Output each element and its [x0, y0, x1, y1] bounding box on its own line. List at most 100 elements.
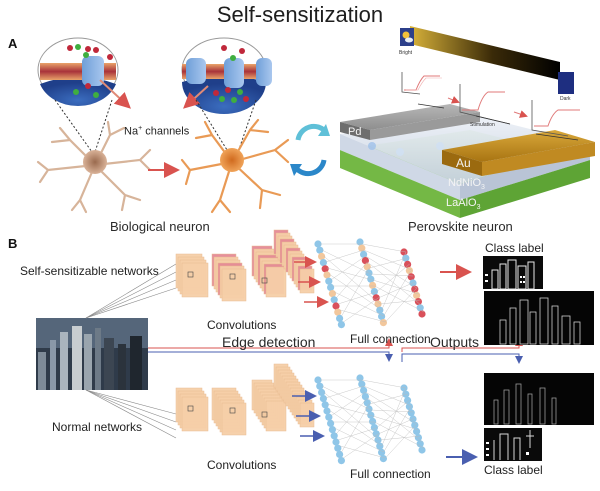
neuron-node	[327, 283, 335, 291]
neuron-node	[411, 421, 419, 429]
neuron-node	[319, 259, 327, 267]
neuron-node	[314, 240, 322, 248]
neuron-node	[332, 302, 340, 310]
connection-line	[372, 279, 419, 295]
receptive-field-lines	[85, 263, 177, 439]
neuron-node	[413, 427, 421, 435]
neuron-node	[325, 277, 333, 285]
neuron-node	[372, 294, 380, 302]
neuron-node	[334, 308, 342, 316]
au-label: Au	[456, 156, 471, 170]
kernel-window	[229, 407, 236, 414]
panel-b-letter: B	[8, 236, 18, 251]
connection-line	[330, 255, 366, 281]
feature-map	[265, 266, 287, 298]
neuron-node	[363, 263, 371, 271]
panel-a-letter: A	[8, 36, 18, 51]
feature-map	[221, 268, 247, 302]
neuron-node	[363, 399, 371, 407]
feature-map	[265, 400, 287, 432]
connection-line	[369, 393, 408, 405]
neuron-node	[316, 246, 324, 254]
connection-line	[327, 267, 373, 281]
neuron-node	[367, 411, 375, 419]
class-label-image-bottom	[484, 428, 542, 461]
normal-networks-label: Normal networks	[52, 420, 143, 434]
neuron-resting-icon	[36, 120, 152, 214]
bright-label: Bright	[399, 50, 413, 56]
neuron-node	[328, 426, 336, 434]
ndnio3-label: NdNiO3	[448, 177, 485, 191]
convolutions-bottom-label: Convolutions	[207, 458, 277, 472]
neuron-node	[374, 300, 382, 308]
arrows-into-fc-bottom	[292, 390, 325, 442]
connection-line	[363, 249, 412, 271]
perovskite-neuron-caption: Perovskite neuron	[408, 219, 513, 234]
connection-line	[370, 273, 414, 277]
feature-map	[181, 262, 209, 298]
neuron-node	[332, 438, 340, 446]
neuron-node	[360, 386, 368, 394]
neuron-node	[325, 413, 333, 421]
connection-line	[378, 281, 416, 299]
connection-line	[339, 445, 386, 459]
membrane-zoom-resting	[37, 37, 131, 153]
neuron-node	[330, 296, 338, 304]
neuron-node	[356, 374, 364, 382]
connection-line	[374, 285, 425, 313]
connection-line	[325, 249, 364, 263]
neuron-node	[416, 304, 424, 312]
outputs-label: Outputs	[430, 334, 480, 350]
neuron-node	[414, 298, 422, 306]
neuron-node	[318, 252, 326, 260]
neuron-node	[369, 417, 377, 425]
connection-line	[336, 397, 368, 435]
neuron-node	[369, 281, 377, 289]
feature-map	[299, 268, 315, 294]
neuron-node	[337, 321, 345, 329]
kernel-window	[187, 271, 194, 278]
neuron-node	[314, 376, 322, 384]
connection-line	[339, 309, 386, 323]
stimulation-label: Stimulation	[470, 122, 495, 128]
connection-line	[370, 409, 414, 413]
light-intensity-bar	[410, 26, 560, 80]
connection-line	[341, 403, 370, 453]
na-channel-icon	[224, 58, 244, 88]
neuron-node	[411, 285, 419, 293]
connection-line	[337, 427, 377, 441]
connection-line	[374, 421, 425, 449]
neuron-node	[372, 430, 380, 438]
biological-neuron-caption: Biological neuron	[110, 219, 210, 234]
edge-map-image-bottom	[484, 373, 594, 425]
neuron-node	[376, 306, 384, 314]
neuron-node	[405, 267, 413, 275]
neuron-node	[370, 288, 378, 296]
kernel-window	[261, 411, 268, 418]
connection-line	[343, 433, 379, 459]
neuron-node	[413, 291, 421, 299]
connection-line	[367, 397, 423, 443]
na-channel-icon	[256, 58, 272, 86]
neuron-node	[376, 442, 384, 450]
neuron-node	[360, 250, 368, 258]
spike-traces	[401, 72, 580, 141]
na-channel-icon	[82, 56, 104, 86]
neuron-node	[416, 440, 424, 448]
connection-line	[383, 269, 412, 317]
conv-stack-bottom	[175, 363, 315, 436]
connection-line	[361, 379, 407, 389]
connection-line	[343, 297, 379, 323]
figure-title: Self-sensitization	[216, 2, 384, 27]
conv-stack-top	[175, 229, 315, 302]
connection-line	[363, 385, 412, 407]
neuron-node	[407, 409, 415, 417]
neuron-node	[418, 446, 426, 454]
connection-line	[337, 291, 377, 305]
neuron-node	[316, 382, 324, 390]
neuron-node	[328, 290, 336, 298]
connection-line	[372, 415, 419, 431]
neuron-node	[336, 314, 344, 322]
neuron-node	[379, 319, 387, 327]
